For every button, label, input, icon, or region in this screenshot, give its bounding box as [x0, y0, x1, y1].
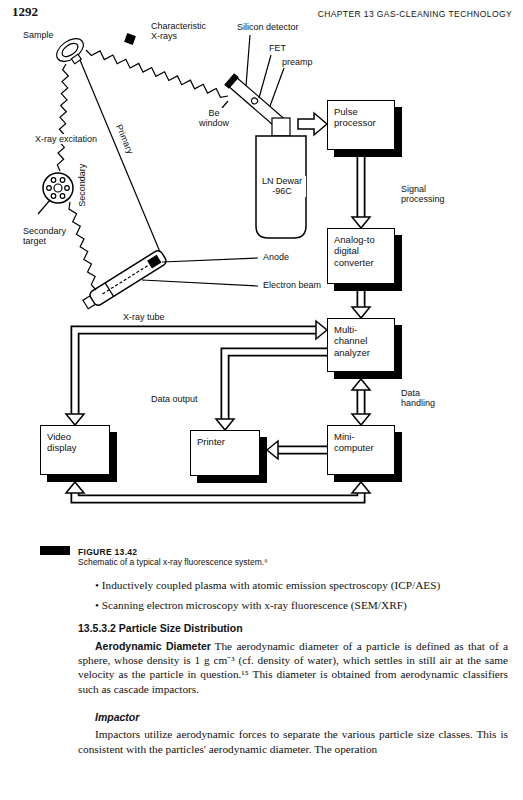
text-run: Aerodynamic Diameter	[95, 640, 211, 652]
xray-marker	[125, 34, 135, 44]
diagram-label: X-ray excitation	[34, 134, 98, 144]
arrow-head	[352, 217, 370, 228]
arrow-head	[66, 482, 84, 493]
bullet-item: • Scanning electron microscopy with x-ra…	[78, 598, 508, 612]
diagram-label: Data handling	[400, 388, 442, 409]
process-box: Multi- channel analyzer	[327, 318, 395, 372]
data-flow-arrow	[66, 321, 327, 425]
arrow-head	[316, 321, 327, 339]
arrow-body	[277, 447, 327, 453]
box-label: Multi- channel analyzer	[334, 324, 388, 358]
arrow-outline	[225, 352, 327, 420]
caption-text: Schematic of a typical x-ray fluorescenc…	[78, 557, 268, 567]
diagram-label: Anode	[262, 252, 290, 262]
secondary-target	[38, 173, 73, 214]
paragraph: Aerodynamic DiameterThe aerodynamic diam…	[78, 639, 508, 696]
diagram-label: FET	[268, 43, 287, 53]
diagram-label: Be window	[196, 108, 232, 129]
process-box: Mini- computer	[327, 425, 395, 475]
diagram-label: X-ray tube	[122, 312, 166, 322]
data-flow-arrow	[352, 291, 370, 318]
diagram-label: Signal processing	[400, 184, 454, 205]
bullet-item: • Inductively coupled plasma with atomic…	[78, 578, 508, 592]
diagram-label: CHAPTER 13 GAS-CLEANING TECHNOLOGY	[280, 9, 512, 19]
text-run: • Scanning electron microscopy with x-ra…	[95, 599, 407, 611]
leader-line	[246, 35, 250, 86]
box-label: Analog-to digital converter	[334, 234, 388, 268]
characteristic-xray	[86, 50, 228, 97]
data-flow-arrow	[267, 441, 327, 459]
diagram-label: Electron beam	[262, 280, 322, 290]
arrow-body	[225, 352, 327, 420]
body-text: • Inductively coupled plasma with atomic…	[78, 578, 508, 756]
data-flow-arrow	[66, 482, 370, 499]
process-box: Video display	[40, 425, 110, 475]
arrow-body	[75, 330, 317, 415]
process-box: Printer	[190, 430, 260, 476]
diagram-label: LN Dewar -96C	[258, 176, 306, 197]
paragraph: Impactors utilize aerodynamic forces to …	[78, 727, 508, 756]
text-run: FIGURE 13.42	[78, 547, 498, 557]
arrow-outline	[75, 330, 317, 415]
arrow-outline	[75, 492, 361, 499]
leader-line	[270, 68, 284, 106]
diagram-label: preamp	[281, 57, 314, 67]
text-run: 13.5.3.2 Particle Size Distribution	[78, 622, 243, 634]
section-heading: 13.5.3.2 Particle Size Distribution	[78, 621, 508, 635]
leader-line	[222, 101, 228, 108]
leader-line	[142, 280, 258, 286]
arrow-head	[267, 441, 278, 459]
box-label: Pulse processor	[334, 106, 388, 129]
text-run: Impactor	[95, 711, 139, 723]
arrow-body	[358, 291, 364, 308]
arrow-body	[358, 389, 364, 415]
box-label: Mini- computer	[334, 431, 388, 454]
diagram-label: 1292	[12, 4, 38, 20]
primary-beam	[80, 60, 160, 252]
arrow-outline	[357, 291, 366, 308]
text-run: • Inductively coupled plasma with atomic…	[95, 579, 440, 591]
diagram-label: Sample	[22, 30, 55, 40]
dewar-neck	[272, 118, 290, 136]
arrow-body	[75, 492, 361, 499]
text-run: Impactors utilize aerodynamic forces to …	[78, 728, 508, 754]
arrow-head	[352, 414, 370, 425]
arrow-head	[216, 419, 234, 430]
diagram-label: Silicon detector	[236, 22, 300, 32]
diagram-label: Secondary	[77, 163, 87, 208]
data-flow-arrow	[216, 352, 327, 430]
signal-arrow	[298, 113, 327, 135]
process-box: Pulse processor	[327, 100, 395, 150]
subheading: Impactor	[78, 710, 508, 724]
arrow-outline	[357, 389, 366, 415]
diagram-label: Characteristic X-rays	[150, 21, 214, 42]
arrow-outline	[357, 157, 366, 218]
arrow-head	[352, 482, 370, 493]
box-label: Printer	[197, 436, 253, 447]
arrow-body	[358, 157, 364, 218]
arrow-head	[66, 414, 84, 425]
leader-line	[259, 55, 271, 98]
process-box: Analog-to digital converter	[327, 228, 395, 284]
leader-line	[162, 258, 258, 262]
data-flow-arrow	[352, 157, 370, 228]
box-label: Video display	[47, 431, 103, 454]
figure-caption: FIGURE 13.42Schematic of a typical x-ray…	[78, 547, 508, 567]
caption-marker	[40, 546, 70, 555]
data-flow-arrow	[352, 379, 370, 425]
sample-holder	[53, 34, 91, 70]
arrow-head	[352, 379, 370, 390]
arrow-outline	[277, 446, 327, 455]
arrow-head	[352, 307, 370, 318]
diagram-label: Secondary target	[22, 226, 74, 247]
diagram-label: Data output	[150, 394, 199, 404]
diagram-label: Primary	[113, 122, 135, 156]
secondary-xray	[57, 64, 68, 171]
ln-dewar	[256, 136, 306, 238]
